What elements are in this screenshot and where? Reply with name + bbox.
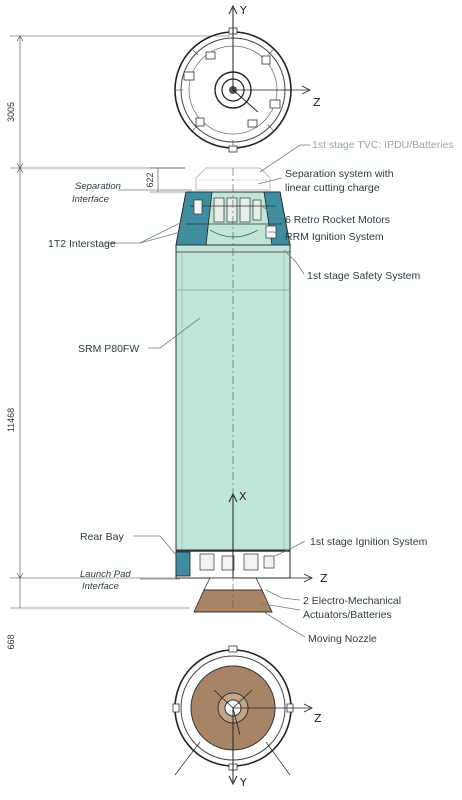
top-view: Y Z (174, 4, 321, 153)
top-view-box-6 (195, 117, 205, 127)
bottom-view-y-label: Y (239, 776, 247, 789)
bottom-view: Y Z (172, 645, 322, 789)
top-view-box-3 (205, 51, 216, 60)
label-tvc: 1st stage TVC: IPDU/Batteries (312, 139, 454, 151)
top-view-box-2 (269, 99, 281, 109)
top-view-y-label: Y (239, 4, 247, 17)
bottom-view-z-label: Z (314, 712, 322, 725)
label-safety-system: 1st stage Safety System (307, 270, 420, 282)
label-separation-interface-1: Separation (75, 181, 121, 192)
label-retro-rocket-motors: 6 Retro Rocket Motors (285, 214, 390, 226)
label-rear-bay: Rear Bay (80, 531, 125, 543)
label-actuators-1: 2 Electro-Mechanical (303, 595, 401, 607)
dim-668: 668 (6, 634, 16, 649)
leader-lines (105, 144, 310, 638)
dim-3005: 3005 (6, 102, 16, 122)
labels: 1st stage TVC: IPDU/Batteries Separation… (48, 139, 454, 645)
label-separation-interface-2: Interface (72, 194, 109, 205)
label-moving-nozzle: Moving Nozzle (308, 633, 377, 645)
top-view-z-label: Z (313, 96, 321, 109)
top-view-leader (232, 89, 259, 113)
dim-11468: 11468 (6, 408, 16, 432)
label-ignition-system: 1st stage Ignition System (310, 536, 428, 548)
label-launch-pad-1: Launch Pad (80, 569, 131, 580)
top-view-box-5 (261, 55, 271, 65)
top-view-box-1 (183, 71, 195, 81)
label-srm: SRM P80FW (78, 343, 139, 355)
rear-bay-dark-panel (175, 551, 191, 577)
side-view-z-label: Z (320, 572, 328, 585)
label-actuators-2: Actuators/Batteries (303, 609, 392, 621)
top-view-box-4 (247, 119, 258, 128)
label-separation-system-2: linear cutting charge (285, 182, 380, 194)
dimension-lines: 3005 622 11468 668 (6, 35, 230, 650)
side-view: X Z (175, 167, 328, 613)
side-view-x-label: X (239, 490, 247, 503)
label-interstage: 1T2 Interstage (48, 238, 116, 250)
top-view-tab-bottom (228, 145, 238, 153)
label-rrm-ignition-system: RRM Ignition System (285, 231, 384, 243)
label-separation-system-1: Separation system with (285, 168, 394, 180)
label-launch-pad-2: Interface (82, 581, 119, 592)
dim-622: 622 (145, 172, 155, 187)
